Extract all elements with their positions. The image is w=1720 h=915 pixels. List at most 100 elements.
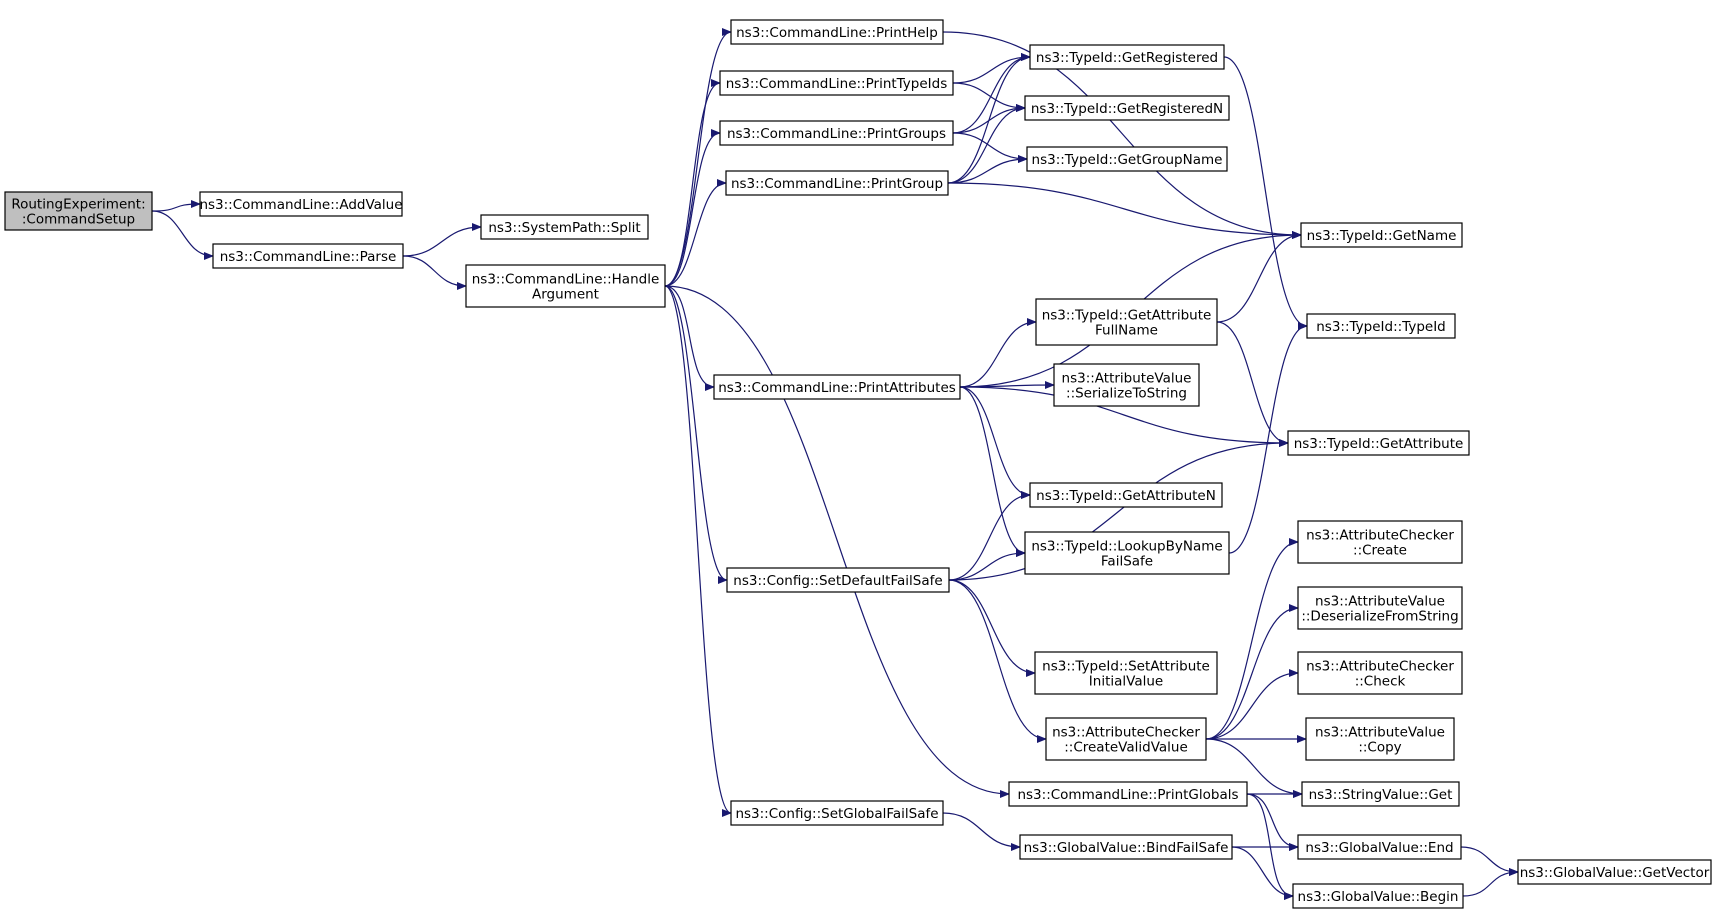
node-box <box>1026 146 1228 172</box>
node-box <box>212 243 404 269</box>
node-tid_getgroupname[interactable]: ns3::TypeId::GetGroupName <box>1026 146 1228 172</box>
node-av_deserializefromstring[interactable]: ns3::AttributeValue::DeserializeFromStri… <box>1297 586 1463 630</box>
edge-cfg_setdefaultfailsafe-to-tid_getattributen <box>948 491 1031 581</box>
node-box <box>1019 834 1233 860</box>
edge-cl_printgroup-to-tid_getregisteredn <box>947 104 1026 184</box>
edge-line <box>1223 56 1308 330</box>
node-box <box>1029 482 1223 508</box>
edge-cl_handleargument-to-cl_printtypeids <box>664 79 721 287</box>
node-label: ns3::CommandLine::PrintGroup <box>731 176 943 192</box>
node-label: ns3::TypeId::GetName <box>1307 228 1457 244</box>
node-box <box>1297 834 1462 860</box>
node-label: InitialValue <box>1089 674 1163 690</box>
node-cfg_setdefaultfailsafe[interactable]: ns3::Config::SetDefaultFailSafe <box>726 567 950 593</box>
node-cl_printattributes[interactable]: ns3::CommandLine::PrintAttributes <box>713 374 961 400</box>
node-ac_create[interactable]: ns3::AttributeChecker::Create <box>1297 520 1463 564</box>
node-cl_printgroups[interactable]: ns3::CommandLine::PrintGroups <box>719 120 954 146</box>
node-tid_typeid[interactable]: ns3::TypeId::TypeId <box>1306 313 1456 339</box>
node-av_copy[interactable]: ns3::AttributeValue::Copy <box>1305 717 1455 761</box>
node-sp_split[interactable]: ns3::SystemPath::Split <box>480 214 649 240</box>
node-cl_printgroup[interactable]: ns3::CommandLine::PrintGroup <box>725 170 949 196</box>
edge-cl_printattributes-to-tid_getattributefullname <box>959 318 1037 388</box>
edge-cl_handleargument-to-cl_printattributes <box>664 285 715 391</box>
node-label: ns3::TypeId::SetAttribute <box>1042 659 1210 675</box>
edge-cfg_setdefaultfailsafe-to-tid_lookupbynamefailsafe <box>948 549 1026 581</box>
edge-line <box>151 200 201 212</box>
node-ac_createvalidvalue[interactable]: ns3::AttributeChecker::CreateValidValue <box>1045 717 1207 761</box>
node-box <box>1301 781 1460 807</box>
node-box <box>1300 222 1463 248</box>
node-label: ns3::AttributeChecker <box>1306 659 1454 675</box>
node-tid_getattribute[interactable]: ns3::TypeId::GetAttribute <box>1287 430 1470 456</box>
node-tid_getname[interactable]: ns3::TypeId::GetName <box>1300 222 1463 248</box>
node-label: ns3::StringValue::Get <box>1309 787 1453 803</box>
node-box <box>1035 298 1218 346</box>
node-av_serializetostring[interactable]: ns3::AttributeValue::SerializeToString <box>1053 363 1200 407</box>
edge-cl_handleargument-to-cfg_setglobalfailsafe <box>664 285 732 817</box>
node-tid_getattributen[interactable]: ns3::TypeId::GetAttributeN <box>1029 482 1223 508</box>
node-label: ns3::Config::SetDefaultFailSafe <box>733 573 942 589</box>
node-cl_printglobals[interactable]: ns3::CommandLine::PrintGlobals <box>1008 781 1248 807</box>
node-cl_parse[interactable]: ns3::CommandLine::Parse <box>212 243 404 269</box>
node-label: ns3::TypeId::TypeId <box>1316 319 1446 335</box>
edge-cl_printhelp-to-tid_getname <box>942 31 1302 239</box>
node-cl_addvalue[interactable]: ns3::CommandLine::AddValue <box>199 191 403 217</box>
edge-cl_printattributes-to-tid_lookupbynamefailsafe <box>959 386 1026 557</box>
edge-ac_createvalidvalue-to-ac_check <box>1205 669 1299 740</box>
node-gv_bindfailsafe[interactable]: ns3::GlobalValue::BindFailSafe <box>1019 834 1233 860</box>
node-label: ns3::AttributeChecker <box>1052 725 1200 741</box>
node-label: ::SerializeToString <box>1066 386 1187 402</box>
node-label: FullName <box>1095 323 1158 339</box>
node-box <box>1053 363 1200 407</box>
node-cl_printhelp[interactable]: ns3::CommandLine::PrintHelp <box>730 19 944 45</box>
edge-line <box>952 53 1031 134</box>
nodes-layer: RoutingExperiment::CommandSetupns3::Comm… <box>4 19 1712 909</box>
node-sv_get[interactable]: ns3::StringValue::Get <box>1301 781 1460 807</box>
edge-line <box>959 318 1037 388</box>
edge-line <box>664 179 727 287</box>
node-label: ns3::CommandLine::AddValue <box>199 197 402 213</box>
node-box <box>730 800 944 826</box>
node-cfg_setglobalfailsafe[interactable]: ns3::Config::SetGlobalFailSafe <box>730 800 944 826</box>
node-box <box>1045 717 1207 761</box>
edge-ac_createvalidvalue-to-av_deserializefromstring <box>1205 604 1299 740</box>
edge-tid_getattributefullname-to-tid_getattribute <box>1216 321 1289 447</box>
edge-gv_bindfailsafe-to-gv_begin <box>1231 846 1294 900</box>
node-label: ns3::CommandLine::PrintAttributes <box>718 380 956 396</box>
edge-routing_commandsetup-to-cl_parse <box>151 210 214 260</box>
edge-cl_handleargument-to-cl_printglobals <box>664 285 1010 798</box>
node-ac_check[interactable]: ns3::AttributeChecker::Check <box>1297 651 1463 695</box>
edge-line <box>948 491 1031 581</box>
node-box <box>1292 883 1464 909</box>
edge-line <box>402 223 482 257</box>
node-routing_commandsetup[interactable]: RoutingExperiment::CommandSetup <box>4 191 153 231</box>
node-box <box>730 19 944 45</box>
node-tid_getregistered[interactable]: ns3::TypeId::GetRegistered <box>1029 44 1225 70</box>
node-cl_printtypeids[interactable]: ns3::CommandLine::PrintTypeIds <box>719 70 954 96</box>
node-gv_begin[interactable]: ns3::GlobalValue::Begin <box>1292 883 1464 909</box>
node-label: ns3::TypeId::LookupByName <box>1031 539 1222 555</box>
node-tid_getregisteredn[interactable]: ns3::TypeId::GetRegisteredN <box>1024 95 1230 121</box>
edge-cl_handleargument-to-cl_printhelp <box>664 28 732 287</box>
node-box <box>4 191 153 231</box>
node-box <box>480 214 649 240</box>
node-label: ns3::CommandLine::PrintGlobals <box>1017 787 1238 803</box>
node-box <box>1517 859 1712 885</box>
edge-line <box>664 28 732 287</box>
edge-cl_printgroup-to-tid_getregistered <box>947 53 1031 184</box>
edge-cl_handleargument-to-cl_printgroups <box>664 129 721 287</box>
node-label: ns3::AttributeValue <box>1315 725 1445 741</box>
node-gv_getvector[interactable]: ns3::GlobalValue::GetVector <box>1517 859 1712 885</box>
edge-routing_commandsetup-to-cl_addvalue <box>151 200 201 212</box>
edge-line <box>151 210 214 260</box>
node-gv_end[interactable]: ns3::GlobalValue::End <box>1297 834 1462 860</box>
edge-line <box>959 386 1289 447</box>
edge-line <box>959 386 1026 557</box>
edge-line <box>1205 604 1299 740</box>
node-label: ::Check <box>1355 674 1406 690</box>
